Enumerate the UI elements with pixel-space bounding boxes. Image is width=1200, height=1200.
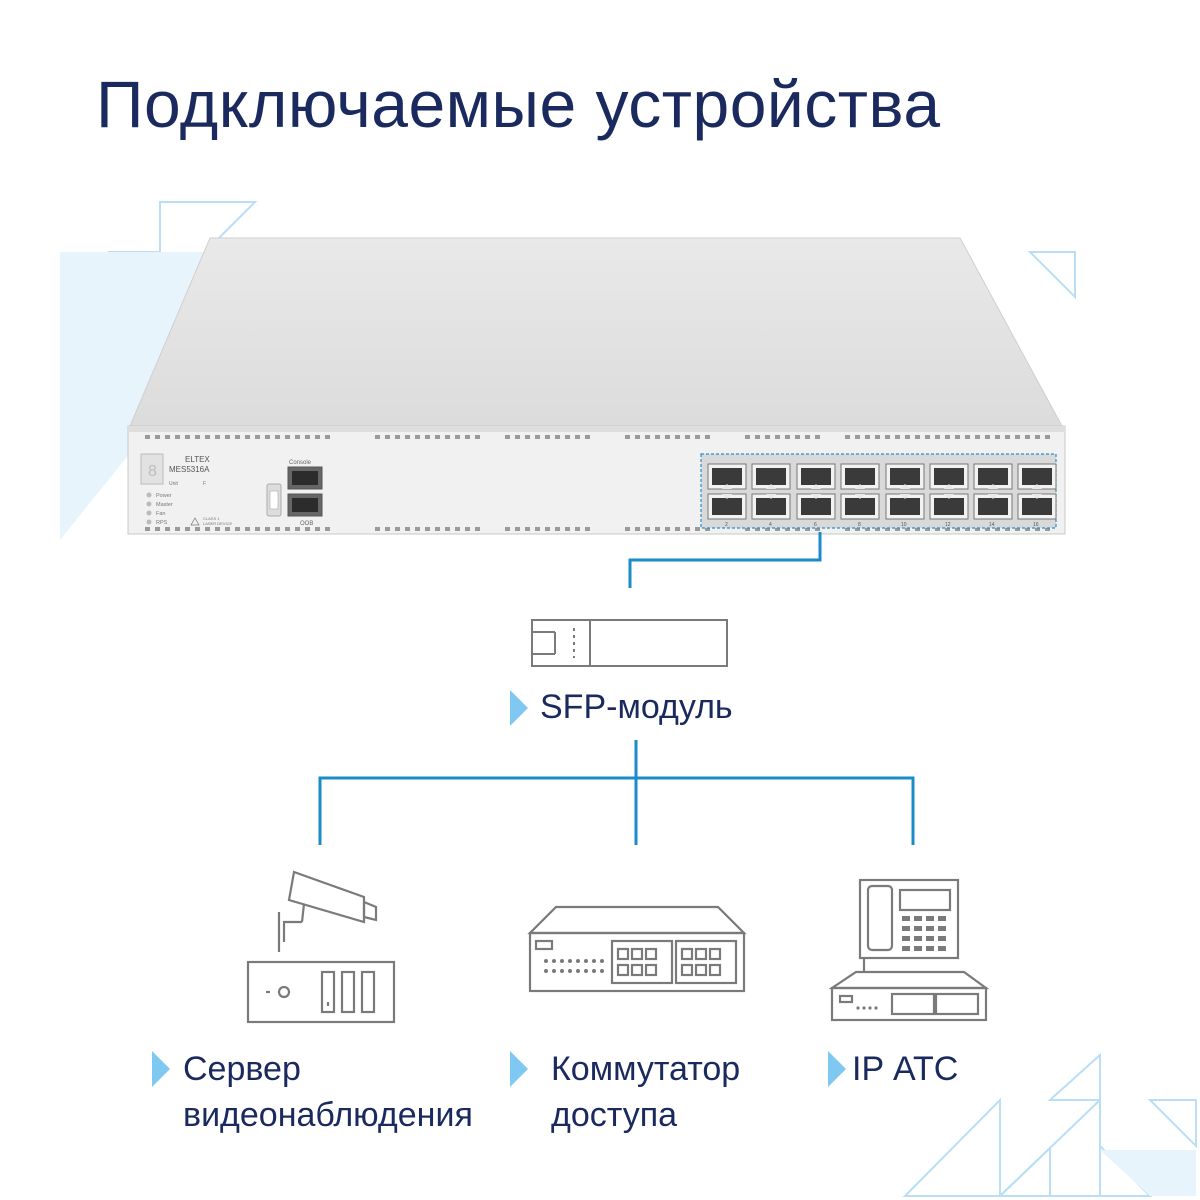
vent-holes	[145, 435, 1050, 531]
access-switch-label-line2: доступа	[551, 1096, 678, 1134]
svg-text:8: 8	[148, 463, 157, 480]
svg-text:14: 14	[989, 522, 995, 528]
sfp-module-icon	[531, 619, 728, 667]
server-label-line1: Сервер	[183, 1050, 301, 1088]
pbx-bullet-icon	[828, 1051, 846, 1087]
server-bullet-icon	[152, 1051, 170, 1087]
page-title: Подключаемые устройства	[96, 67, 941, 141]
led-label: RPS	[156, 520, 168, 526]
svg-text:CLASS 1: CLASS 1	[203, 516, 220, 521]
laser-warning-icon	[190, 517, 200, 526]
svg-text:16: 16	[1033, 522, 1039, 528]
led-group: Power Master Fan RPS	[146, 492, 173, 526]
led-label: Master	[156, 502, 173, 508]
network-switch-image: 8 ELTEX MES5316A Unit F Power Master Fan…	[127, 237, 1066, 535]
server-label-line2: видеонаблюдения	[183, 1096, 473, 1134]
svg-text:12: 12	[945, 522, 951, 528]
svg-text:LASER DEVICE: LASER DEVICE	[203, 521, 232, 526]
ip-pbx-icon	[828, 878, 990, 1022]
switch-to-sfp-line	[628, 532, 822, 588]
unit-display	[140, 453, 164, 485]
brand-logo: ELTEX	[185, 455, 210, 464]
svg-text:4: 4	[769, 522, 772, 528]
port-numbers: 2 4 6 8 10 12 14 16	[725, 522, 1039, 528]
sfp-bullet-icon	[510, 690, 528, 726]
led-label: Power	[156, 493, 172, 499]
svg-text:2: 2	[725, 522, 728, 528]
ip-pbx-label: IP АТС	[852, 1050, 959, 1088]
led-label: Fan	[156, 511, 165, 517]
svg-text:OOB: OOB	[300, 521, 313, 527]
svg-text:10: 10	[901, 522, 907, 528]
switch-bullet-icon	[510, 1051, 528, 1087]
model-label: MES5316A	[169, 465, 210, 474]
svg-text:6: 6	[814, 522, 817, 528]
light-blue-corner	[1100, 1150, 1196, 1196]
f-label: F	[203, 481, 206, 487]
unit-label: Unit	[169, 481, 179, 487]
light-blue-shape	[60, 252, 205, 540]
access-switch-label-line1: Коммутатор	[551, 1050, 741, 1088]
sfp-port-pair	[707, 463, 747, 520]
access-switch-icon	[527, 905, 747, 993]
svg-text:8: 8	[858, 522, 861, 528]
svg-text:Console: Console	[289, 460, 312, 466]
device-branch-line	[318, 776, 915, 845]
server-camera-icon	[246, 870, 396, 1024]
sfp-label: SFP-модуль	[540, 688, 733, 726]
